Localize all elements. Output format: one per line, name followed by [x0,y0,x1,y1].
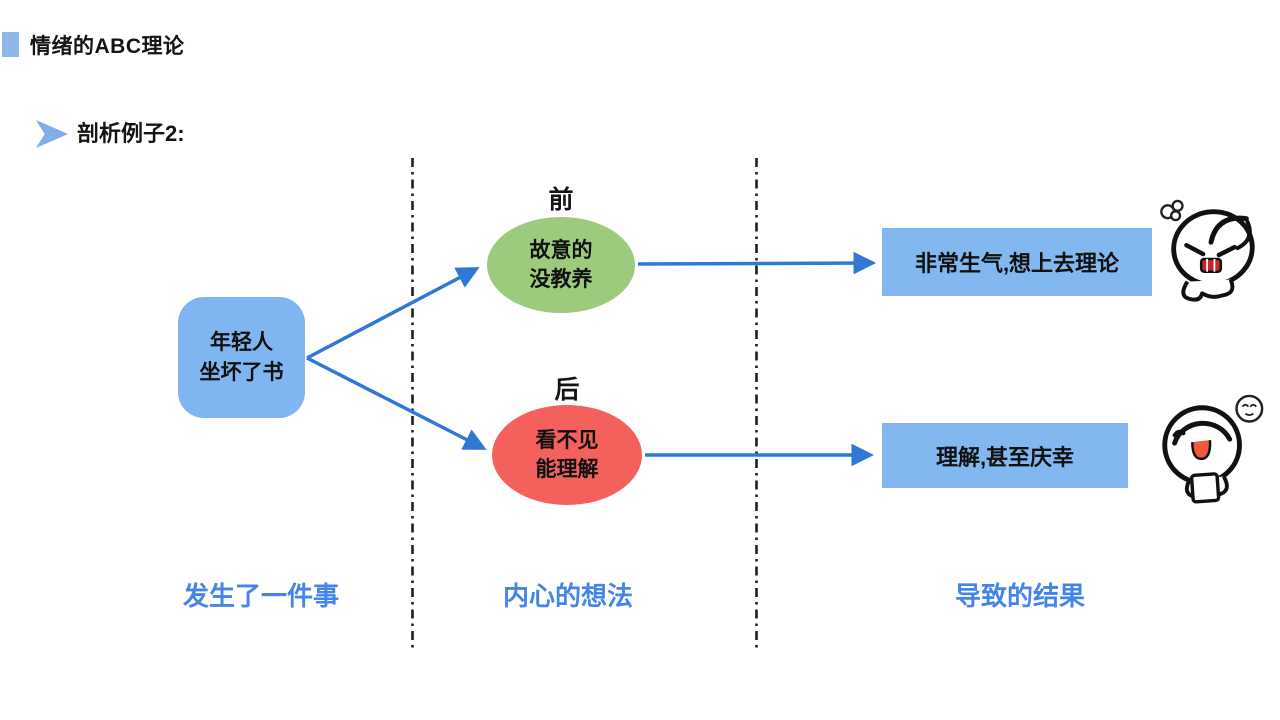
belief-after-ellipse: 看不见 能理解 [492,405,642,505]
slide-title: 情绪的ABC理论 [30,35,185,58]
belief-before-ellipse: 故意的 没教养 [487,217,635,313]
event-line2: 坐坏了书 [199,360,284,384]
label-before: 前 [548,186,574,214]
slide-subtitle: 剖析例子2: [77,121,185,146]
event-line1: 年轻人 [210,330,273,354]
result-box-angry: 非常生气,想上去理论 [882,228,1152,296]
event-box: 年轻人 坐坏了书 [178,297,305,418]
angry-emoticon-icon [1160,199,1255,302]
label-after: 后 [554,376,580,404]
belief-after-line2: 能理解 [535,458,599,481]
arrow-bullet-icon [36,120,68,148]
happy-emoticon-icon [1162,394,1264,504]
belief-after-line1: 看不见 [535,429,599,452]
title-bullet-square-icon [2,32,19,57]
belief-before-line1: 故意的 [529,239,593,262]
result-box-calm: 理解,甚至庆幸 [882,423,1128,488]
belief-before-line2: 没教养 [529,268,593,291]
column-label-event: 发生了一件事 [182,581,339,611]
column-label-result: 导致的结果 [954,581,1085,611]
column-label-thought: 内心的想法 [502,581,633,611]
